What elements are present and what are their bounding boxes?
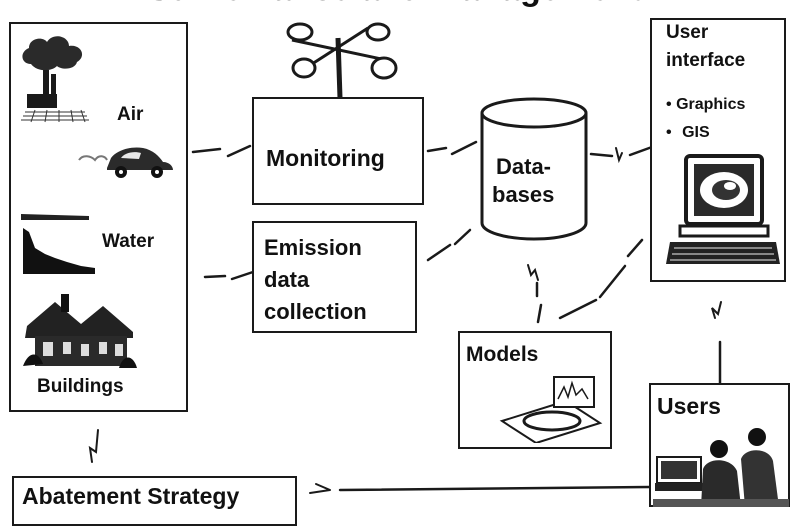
users-label: Users — [657, 393, 721, 419]
connector-lines — [88, 140, 722, 494]
user-interface-box: User interface • Graphics • GIS — [650, 18, 786, 282]
water-profile-icon — [21, 214, 95, 274]
source-label-air: Air — [117, 104, 144, 125]
bullet-icon: • — [666, 96, 672, 113]
diagram-title: Surveillance and Management — [0, 0, 790, 9]
emission-label-line3: collection — [264, 299, 367, 324]
abatement-strategy-label: Abatement Strategy — [22, 483, 240, 509]
users-people-icon — [653, 428, 789, 507]
sources-box: Air Water Buildings — [9, 22, 188, 412]
anemometer-icon — [286, 22, 398, 99]
computer-icon — [666, 154, 780, 264]
source-label-buildings: Buildings — [37, 376, 124, 397]
monitoring-box: Monitoring — [252, 97, 424, 205]
emission-label-line2: data — [264, 267, 310, 292]
users-box: Users — [649, 383, 790, 507]
databases-label-line1: Data- — [496, 154, 552, 179]
abatement-strategy-box: Abatement Strategy — [12, 476, 297, 526]
ui-item-graphics-label: Graphics — [676, 96, 746, 113]
models-label: Models — [466, 343, 539, 366]
user-interface-heading-line1: User — [666, 22, 709, 43]
ui-item-gis-label: GIS — [682, 124, 710, 141]
ui-item-gis: • GIS — [666, 124, 710, 142]
house-icon — [23, 294, 137, 368]
model-map-icon — [499, 376, 603, 443]
user-interface-heading-line2: interface — [666, 50, 746, 71]
car-icon — [78, 147, 173, 178]
monitoring-label: Monitoring — [266, 145, 385, 171]
factory-smoke-icon — [21, 36, 89, 123]
bullet-icon: • — [666, 124, 672, 141]
models-box: Models — [458, 331, 612, 449]
emission-box: Emission data collection — [252, 221, 417, 333]
source-label-water: Water — [102, 231, 155, 252]
ui-item-graphics: • Graphics — [666, 96, 745, 114]
emission-label-line1: Emission — [264, 235, 362, 260]
database-cylinder-icon — [480, 97, 588, 241]
databases-label-line2: bases — [492, 182, 555, 207]
